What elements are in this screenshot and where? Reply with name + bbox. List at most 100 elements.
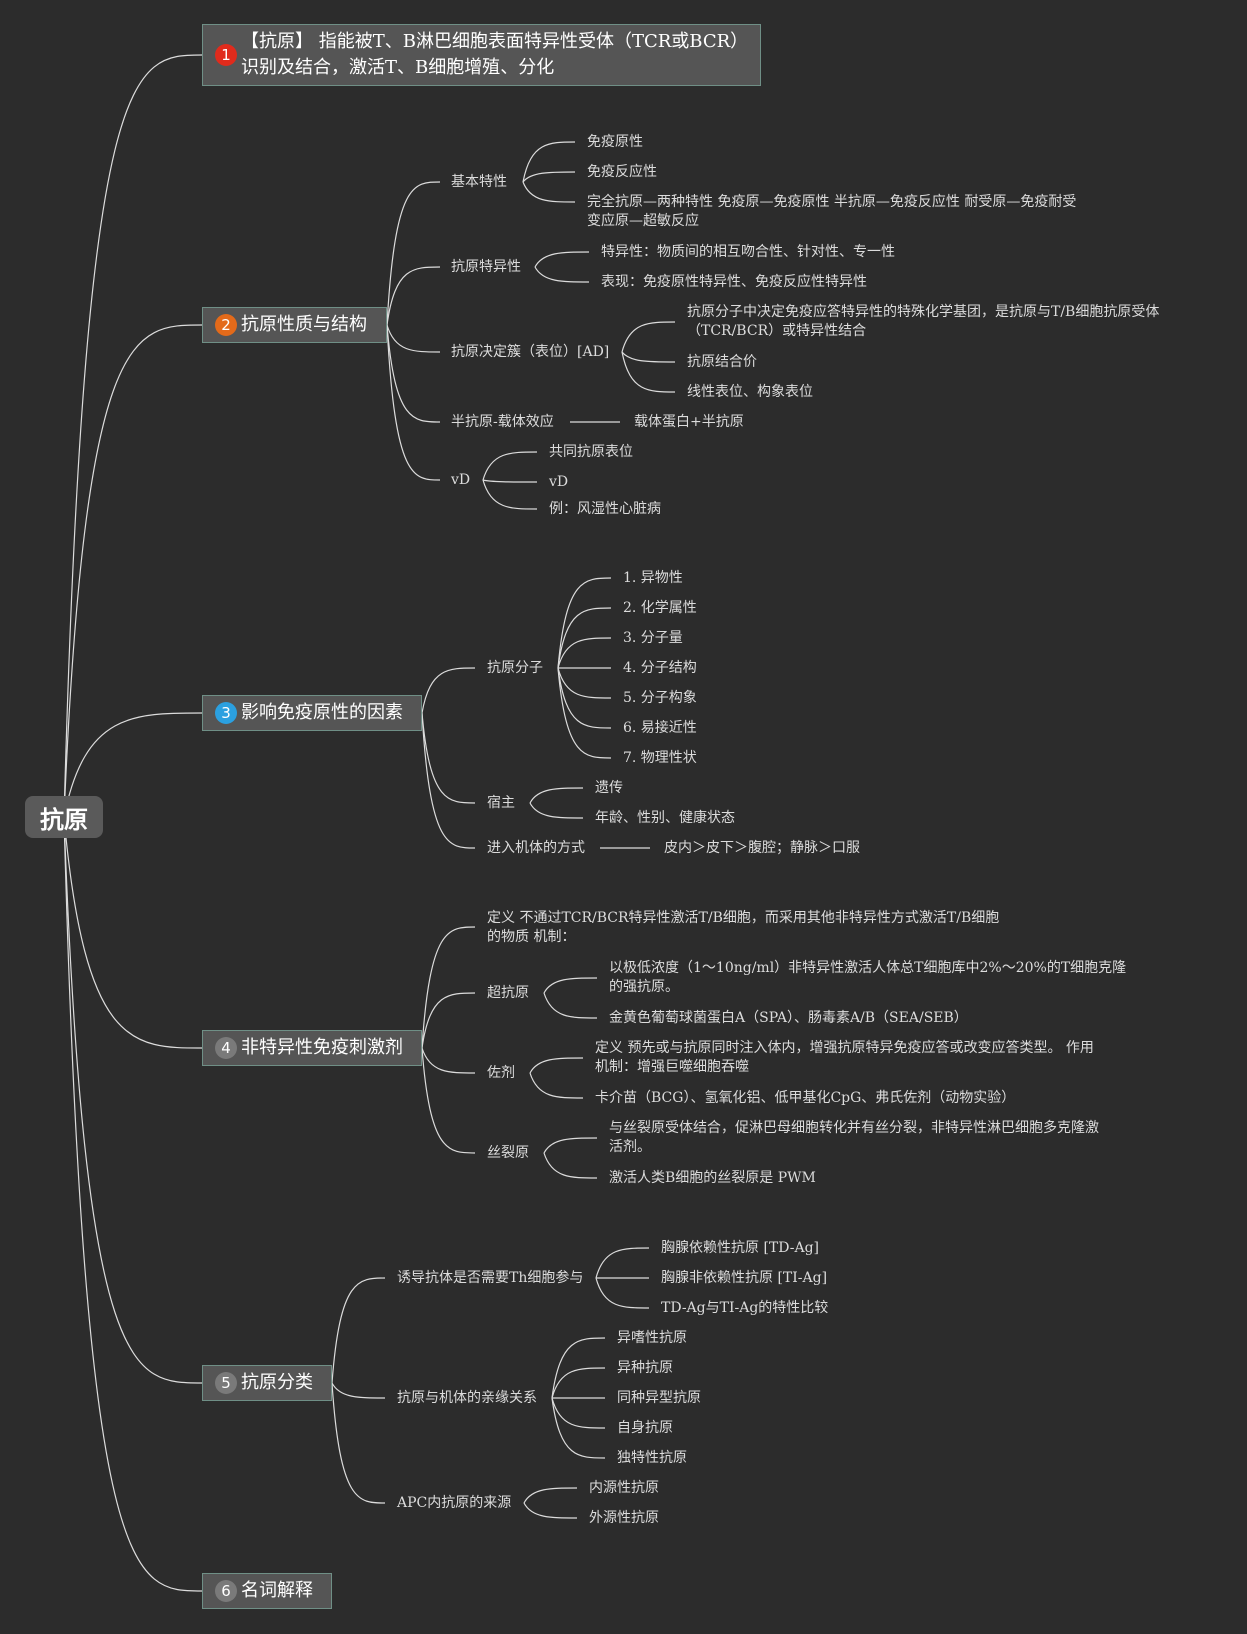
nonspecific-definition-line-1: 定义 不通过TCR/BCR特异性激活T/B细胞，而采用其他非特异性方式激活T/B…	[487, 910, 1000, 926]
node-immunoreactivity[interactable]: 免疫反应性	[587, 164, 657, 180]
node-common-epitope[interactable]: 共同抗原表位	[549, 444, 633, 460]
node-exogenous-antigen[interactable]: 外源性抗原	[589, 1510, 659, 1526]
node-mol-item[interactable]: 4. 分子结构	[623, 660, 697, 676]
root-node[interactable]: 抗原	[25, 796, 103, 838]
branch-4-nonspecific[interactable]: 4 非特异性免疫刺激剂	[202, 1030, 422, 1066]
node-mol-item[interactable]: 2. 化学属性	[623, 600, 697, 616]
node-pwm[interactable]: 激活人类B细胞的丝裂原是 PWM	[609, 1170, 816, 1186]
node-linear-conformational-epitope[interactable]: 线性表位、构象表位	[687, 384, 813, 400]
connector-line	[529, 802, 584, 819]
connector-line	[551, 1337, 606, 1399]
adjuvant-definition-line-2: 机制：增强巨噬细胞吞噬	[595, 1059, 749, 1075]
connector-line	[557, 667, 612, 729]
branch-6-label: 名词解释	[241, 1580, 313, 1601]
node-ti-ag[interactable]: 胸腺非依赖性抗原 [TI-Ag]	[661, 1270, 828, 1286]
branch-6-glossary[interactable]: 6 名词解释	[202, 1573, 332, 1609]
branch-2-label: 抗原性质与结构	[241, 314, 367, 335]
node-mol-item[interactable]: 6. 易接近性	[623, 720, 697, 736]
connector-line	[523, 1502, 578, 1519]
node-entry-route[interactable]: 进入机体的方式	[487, 840, 585, 856]
node-antigen-types[interactable]: 完全抗原—两种特性 免疫原—免疫原性 半抗原—免疫反应性 耐受原—免疫耐受 变应…	[587, 193, 1076, 231]
connector-line	[534, 251, 590, 268]
connector-line	[482, 451, 538, 481]
node-kinship-item[interactable]: 自身抗原	[617, 1420, 673, 1436]
branch-5-classification[interactable]: 5 抗原分类	[202, 1365, 332, 1401]
connector-line	[421, 992, 476, 1049]
node-specificity[interactable]: 特异性：物质间的相互吻合性、针对性、专一性	[601, 244, 895, 260]
connector-line	[482, 479, 538, 510]
badge-4: 4	[215, 1037, 237, 1059]
node-carrier-protein[interactable]: 载体蛋白+半抗原	[634, 414, 744, 430]
node-superantigen-examples[interactable]: 金黄色葡萄球菌蛋白A（SPA）、肠毒素A/B（SEA/SEB）	[609, 1010, 968, 1026]
connector-line	[421, 1047, 476, 1154]
node-mol-item[interactable]: 1. 异物性	[623, 570, 683, 586]
node-basic-properties[interactable]: 基本特性	[451, 174, 507, 190]
node-antigen-valence[interactable]: 抗原结合价	[687, 354, 757, 370]
connector-line	[529, 1057, 584, 1074]
nonspecific-definition-line-2: 的物质 机制：	[487, 929, 576, 945]
node-mitogen-definition[interactable]: 与丝裂原受体结合，促淋巴母细胞转化并有丝分裂，非特异性淋巴细胞多克隆激 活剂。	[609, 1119, 1099, 1157]
node-host[interactable]: 宿主	[487, 795, 515, 811]
connector-line	[386, 324, 441, 423]
node-rheumatic-example[interactable]: 例：风湿性心脏病	[549, 501, 661, 517]
node-mitogen[interactable]: 丝裂原	[487, 1145, 529, 1161]
branch-3-factors[interactable]: 3 影响免疫原性的因素	[202, 695, 422, 731]
branch-1-definition[interactable]: 1 【抗原】 指能被T、B淋巴细胞表面特异性受体（TCR或BCR） 识别及结合，…	[202, 24, 761, 86]
node-apc-source[interactable]: APC内抗原的来源	[397, 1495, 512, 1511]
node-td-ag[interactable]: 胸腺依赖性抗原 [TD-Ag]	[661, 1240, 819, 1256]
node-kinship-item[interactable]: 独特性抗原	[617, 1450, 687, 1466]
connector-line	[551, 1397, 606, 1459]
node-nonspecific-definition[interactable]: 定义 不通过TCR/BCR特异性激活T/B细胞，而采用其他非特异性方式激活T/B…	[487, 909, 999, 947]
node-kinship-item[interactable]: 同种异型抗原	[617, 1390, 701, 1406]
node-adjuvant-definition[interactable]: 定义 预先或与抗原同时注入体内，增强抗原特异免疫应答或改变应答类型。 作用 机制…	[595, 1039, 1094, 1077]
node-superantigen-definition[interactable]: 以极低浓度（1～10ng/ml）非特异性激活人体总T细胞库中2%～20%的T细胞…	[609, 959, 1126, 997]
connector-line	[421, 926, 476, 1049]
node-epitope[interactable]: 抗原决定簇（表位）[AD]	[451, 344, 610, 360]
node-kinship-item[interactable]: 异种抗原	[617, 1360, 673, 1376]
connector-line	[543, 1137, 598, 1154]
node-antigen-molecule[interactable]: 抗原分子	[487, 660, 543, 676]
node-kinship-item[interactable]: 异嗜性抗原	[617, 1330, 687, 1346]
node-adjuvant[interactable]: 佐剂	[487, 1065, 515, 1081]
node-th-dependence[interactable]: 诱导抗体是否需要Th细胞参与	[397, 1270, 584, 1286]
node-vd[interactable]: vD	[451, 472, 471, 488]
node-kinship[interactable]: 抗原与机体的亲缘关系	[397, 1390, 537, 1406]
node-age-sex-health[interactable]: 年龄、性别、健康状态	[595, 810, 735, 826]
connector-line	[386, 324, 441, 481]
connector-line	[529, 787, 584, 804]
branch-3-label: 影响免疫原性的因素	[241, 702, 403, 723]
node-td-ti-comparison[interactable]: TD-Ag与TI-Ag的特性比较	[661, 1300, 829, 1316]
node-vd-child[interactable]: vD	[549, 474, 569, 490]
branch-5-label: 抗原分类	[241, 1372, 313, 1393]
node-route-order[interactable]: 皮内＞皮下＞腹腔；静脉＞口服	[664, 840, 860, 856]
mitogen-definition-line-1: 与丝裂原受体结合，促淋巴母细胞转化并有丝分裂，非特异性淋巴细胞多克隆激	[609, 1120, 1099, 1136]
connector-line	[557, 667, 612, 759]
connector-line	[621, 321, 676, 353]
badge-1: 1	[215, 44, 237, 66]
node-endogenous-antigen[interactable]: 内源性抗原	[589, 1480, 659, 1496]
connector-line	[482, 479, 538, 483]
connector-line	[557, 577, 612, 669]
connector-line	[421, 1047, 476, 1074]
connector-line	[331, 1277, 386, 1384]
node-mol-item[interactable]: 3. 分子量	[623, 630, 683, 646]
connector-line	[63, 54, 203, 818]
node-epitope-definition[interactable]: 抗原分子中决定免疫应答特异性的特殊化学基团，是抗原与T/B细胞抗原受体 （TCR…	[687, 303, 1159, 341]
node-adjuvant-examples[interactable]: 卡介苗（BCG）、氢氧化铝、低甲基化CpG、弗氏佐剂（动物实验）	[595, 1090, 1016, 1106]
connector-line	[386, 181, 441, 326]
node-superantigen[interactable]: 超抗原	[487, 985, 529, 1001]
node-genetics[interactable]: 遗传	[595, 780, 623, 796]
antigen-types-line-1: 完全抗原—两种特性 免疫原—免疫原性 半抗原—免疫反应性 耐受原—免疫耐受	[587, 194, 1077, 210]
node-specificity-manifestation[interactable]: 表现：免疫原性特异性、免疫反应性特异性	[601, 274, 867, 290]
connector-line	[621, 351, 676, 393]
node-antigen-specificity[interactable]: 抗原特异性	[451, 259, 521, 275]
node-mol-item[interactable]: 5. 分子构象	[623, 690, 697, 706]
node-immunogenicity[interactable]: 免疫原性	[587, 134, 643, 150]
node-mol-item[interactable]: 7. 物理性状	[623, 750, 697, 766]
superantigen-definition-line-2: 的强抗原。	[609, 979, 679, 995]
node-hapten-carrier-effect[interactable]: 半抗原-载体效应	[451, 414, 554, 430]
connector-line	[557, 607, 612, 669]
branch-2-properties[interactable]: 2 抗原性质与结构	[202, 307, 387, 343]
connector-line	[522, 171, 576, 183]
connector-line	[523, 1487, 578, 1504]
